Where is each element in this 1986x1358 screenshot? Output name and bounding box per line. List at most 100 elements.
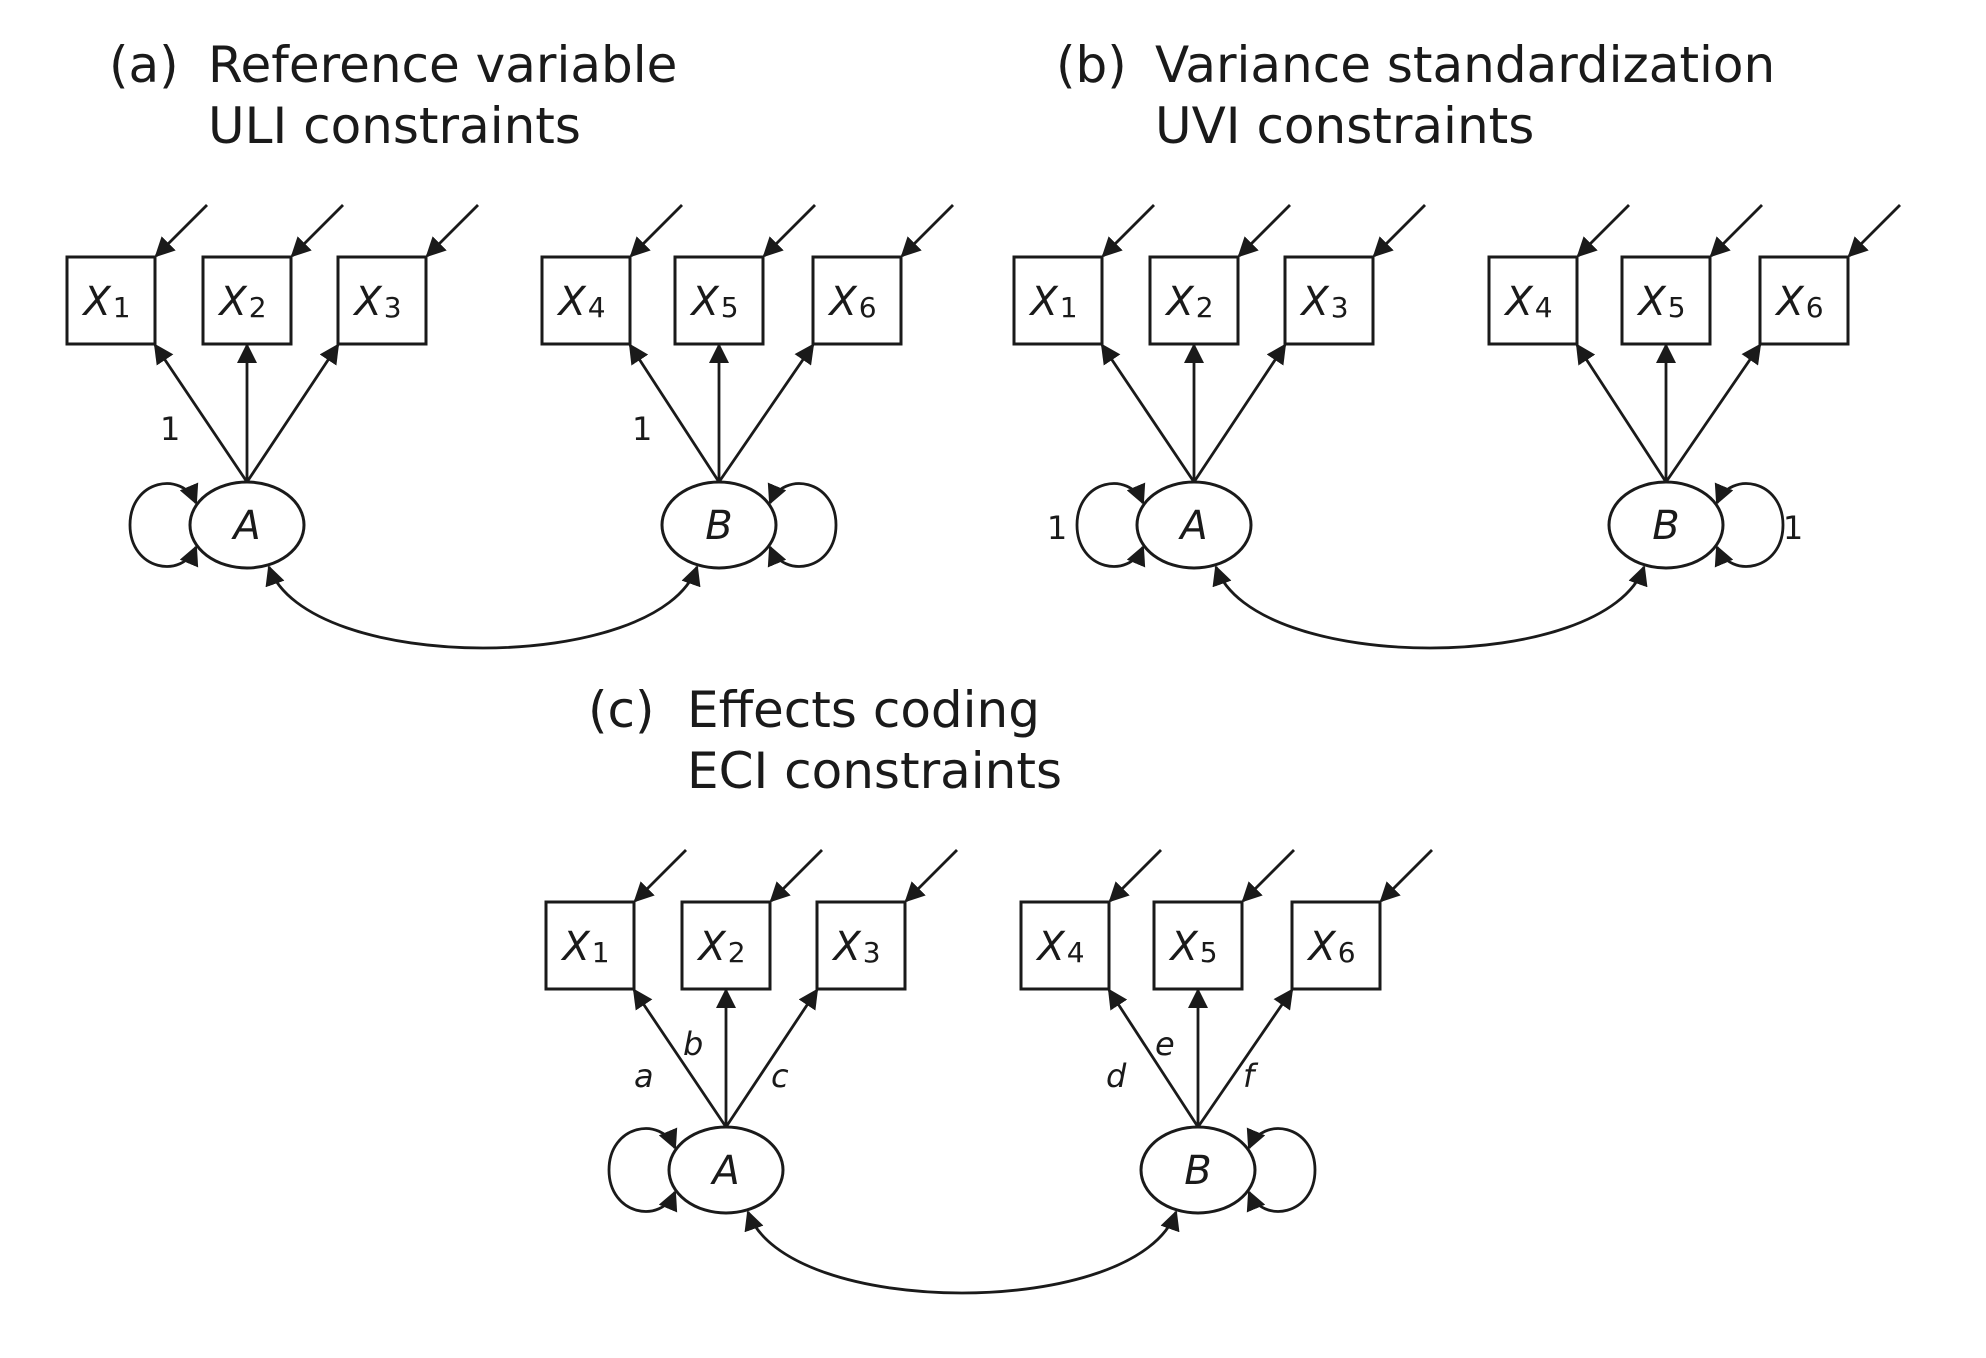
error-arrow	[425, 204, 479, 258]
panel-subtitle: UVI constraints	[1155, 97, 1534, 155]
panel-tag: (a)	[109, 36, 179, 94]
indicator-box: X5	[673, 204, 816, 346]
error-arrow	[1101, 204, 1155, 258]
indicator-box: X2	[680, 849, 823, 991]
loading-label: e	[1155, 1025, 1175, 1063]
error-arrow	[633, 849, 687, 903]
loading-arrow	[628, 343, 721, 483]
indicator-box: X2	[201, 204, 344, 346]
indicator-box: X6	[1758, 204, 1901, 346]
panel-title: Variance standardization	[1155, 36, 1775, 94]
indicator-box: X5	[1152, 849, 1295, 991]
indicator-label: X1	[81, 279, 130, 325]
indicator-box: X2	[1148, 204, 1291, 346]
indicator-rect	[1620, 255, 1712, 346]
panel-subtitle: ECI constraints	[687, 742, 1062, 800]
indicator-box: X1	[1012, 204, 1155, 346]
loading-arrow	[1107, 988, 1200, 1128]
indicator-label: X2	[696, 924, 745, 970]
indicator-label: X3	[1299, 279, 1348, 325]
factor-B: X4 d X5 e X6 fB	[1019, 849, 1433, 1215]
loading-arrow	[724, 988, 819, 1128]
loading-arrow	[245, 343, 340, 483]
error-arrow	[1237, 204, 1291, 258]
panel-title: Effects coding	[687, 681, 1040, 739]
factor-label: B	[1184, 1148, 1211, 1194]
factor-label: A	[1177, 503, 1207, 549]
indicator-rect	[1012, 255, 1104, 346]
indicator-rect	[811, 255, 903, 346]
factor-A: X1 X2 X3A 1	[1012, 204, 1426, 570]
variance-loop	[1714, 482, 1785, 568]
panel-subtitle: ULI constraints	[208, 97, 581, 155]
indicator-label: X3	[352, 279, 401, 325]
panel-tag: (c)	[588, 681, 655, 739]
panel-tag: (b)	[1056, 36, 1127, 94]
factor-label: B	[1652, 503, 1679, 549]
variance-loop	[128, 482, 199, 568]
loading-label: b	[683, 1025, 703, 1063]
indicator-rect	[1283, 255, 1375, 346]
loading-label: 1	[632, 410, 652, 448]
loading-arrow	[717, 343, 815, 483]
indicator-label: X3	[831, 924, 880, 970]
indicator-rect	[544, 900, 636, 991]
indicator-rect	[1152, 900, 1244, 991]
error-arrow	[1847, 204, 1901, 258]
loading-label: c	[771, 1057, 789, 1095]
loading-arrow	[1664, 343, 1762, 483]
indicator-rect	[65, 255, 157, 346]
factor-label: A	[230, 503, 260, 549]
indicator-box: X3	[1283, 204, 1426, 346]
error-arrow	[290, 204, 344, 258]
variance-loop	[767, 482, 838, 568]
error-arrow	[769, 849, 823, 903]
factor-B: X4 1 X5 X6B	[540, 204, 954, 570]
indicator-rect	[1758, 255, 1850, 346]
indicator-label: X5	[689, 279, 738, 325]
indicator-label: X5	[1636, 279, 1685, 325]
indicator-box: X4	[1487, 204, 1630, 346]
indicator-label: X2	[1164, 279, 1213, 325]
indicator-rect	[1019, 900, 1111, 991]
loading-label: d	[1106, 1057, 1127, 1095]
variance-loop	[1075, 482, 1146, 568]
indicator-label: X6	[1774, 279, 1823, 325]
panel-title: Reference variable	[208, 36, 677, 94]
indicator-rect	[1148, 255, 1240, 346]
variance-label: 1	[1783, 509, 1803, 547]
indicator-box: X5	[1620, 204, 1763, 346]
indicator-label: X4	[1035, 924, 1084, 970]
indicator-label: X2	[217, 279, 266, 325]
loading-arrow	[153, 343, 249, 483]
indicator-box: X1	[65, 204, 208, 346]
indicator-label: X5	[1168, 924, 1217, 970]
loading-label: f	[1243, 1057, 1259, 1095]
error-arrow	[904, 849, 958, 903]
factor-label: B	[705, 503, 732, 549]
indicator-box: X3	[336, 204, 479, 346]
indicator-label: X4	[556, 279, 605, 325]
variance-label: 1	[1047, 509, 1067, 547]
error-arrow	[154, 204, 208, 258]
indicator-label: X6	[1306, 924, 1355, 970]
covariance-arrow	[1212, 565, 1648, 650]
variance-loop	[1246, 1127, 1317, 1213]
indicator-label: X1	[560, 924, 609, 970]
error-arrow	[1241, 849, 1295, 903]
error-arrow	[1576, 204, 1630, 258]
error-arrow	[1108, 849, 1162, 903]
error-arrow	[1372, 204, 1426, 258]
indicator-box: X6	[811, 204, 954, 346]
indicator-rect	[673, 255, 765, 346]
error-arrow	[762, 204, 816, 258]
indicator-box: X1	[544, 849, 687, 991]
error-arrow	[900, 204, 954, 258]
loading-arrow	[1575, 343, 1668, 483]
indicator-label: X1	[1028, 279, 1077, 325]
